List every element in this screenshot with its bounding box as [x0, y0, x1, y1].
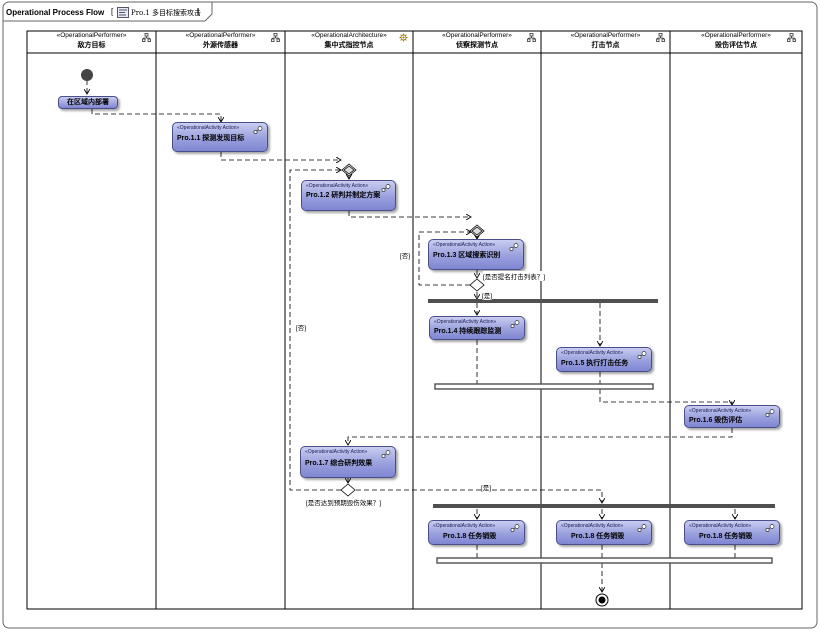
activity-name: Pro.1.5 执行打击任务	[561, 360, 629, 367]
activity-name: Pro.1.2 研判并制定方案	[306, 192, 381, 199]
activity-pro-1-3[interactable]: «OperationalActivity Action» Pro.1.3 区域搜…	[428, 239, 524, 270]
diagram-title: Operational Process Flow	[6, 8, 105, 17]
activity-stereotype: «OperationalActivity Action»	[689, 408, 752, 414]
activity-stereotype: «OperationalActivity Action»	[306, 183, 369, 189]
activity-pro-1-7[interactable]: «OperationalActivity Action» Pro.1.7 综合研…	[300, 446, 396, 478]
fork-bar	[428, 299, 658, 303]
performer-icon	[527, 33, 536, 42]
fork-bar	[433, 504, 775, 508]
call-behavior-icon	[509, 243, 519, 251]
activity-name: Pro.1.1 探测发现目标	[177, 135, 245, 142]
activity-stereotype: «OperationalActivity Action»	[561, 523, 624, 529]
action-deploy-in-area[interactable]: 在区域内部署	[58, 96, 118, 109]
activity-stereotype: «OperationalActivity Action»	[433, 242, 496, 248]
lane-header-central-c2-node[interactable]: «OperationalArchitecture» 集中式指控节点	[285, 31, 413, 53]
activity-pro-1-1[interactable]: «OperationalActivity Action» Pro.1.1 探测发…	[172, 122, 268, 152]
lane-header-recon-node[interactable]: «OperationalPerformer» 侦察探测节点	[413, 31, 541, 53]
lane-name: 敌方目标	[77, 40, 106, 49]
tab-bracket-open: [	[111, 7, 114, 16]
activity-stereotype: «OperationalActivity Action»	[561, 350, 624, 356]
guard-strike-list-question: [是否提名打击列表？]	[483, 271, 546, 281]
guard-yes-strike: [是]	[482, 290, 493, 300]
activity-stereotype: «OperationalActivity Action»	[434, 319, 497, 325]
activity-pro-1-2[interactable]: «OperationalActivity Action» Pro.1.2 研判并…	[301, 180, 396, 211]
activity-name: Pro.1.8 任务销毁	[443, 533, 497, 540]
call-behavior-icon	[510, 320, 520, 328]
lane-name: 侦察探测节点	[456, 40, 498, 49]
guard-yes-destroy: [是]	[481, 482, 492, 492]
architecture-icon	[399, 33, 408, 42]
lane-stereotype: «OperationalPerformer»	[56, 32, 127, 39]
call-behavior-icon	[381, 450, 391, 458]
activity-name: Pro.1.8 任务销毁	[571, 533, 625, 540]
activity-name: Pro.1.6 毁伤评估	[689, 417, 743, 424]
guard-no-loop-search: [否]	[400, 250, 411, 260]
activity-pro-1-8-assessment[interactable]: «OperationalActivity Action» Pro.1.8 任务销…	[684, 520, 780, 545]
lane-stereotype: «OperationalArchitecture»	[311, 32, 387, 39]
activity-pro-1-8-strike[interactable]: «OperationalActivity Action» Pro.1.8 任务销…	[556, 520, 652, 545]
initial-node	[81, 69, 93, 81]
activity-stereotype: «OperationalActivity Action»	[305, 449, 368, 455]
decision-node	[469, 278, 485, 292]
lane-stereotype: «OperationalPerformer»	[570, 32, 641, 39]
call-behavior-icon	[637, 524, 647, 532]
activity-pro-1-5[interactable]: «OperationalActivity Action» Pro.1.5 执行打…	[556, 347, 652, 372]
lane-header-enemy-target[interactable]: «OperationalPerformer» 敌方目标	[27, 31, 156, 53]
performer-icon	[787, 33, 796, 42]
diagram-tab-label: Pro.1 多目标搜索攻击	[131, 9, 202, 17]
performer-icon	[142, 33, 151, 42]
lane-name: 毁伤评估节点	[715, 40, 757, 49]
lane-header-damage-assessment-node[interactable]: «OperationalPerformer» 毁伤评估节点	[670, 31, 802, 53]
activity-stereotype: «OperationalActivity Action»	[689, 523, 752, 529]
lane-stereotype: «OperationalPerformer»	[701, 32, 771, 39]
guard-damage-question: [是否达到预期毁伤效果？]	[306, 497, 382, 507]
lane-name: 打击节点	[591, 40, 620, 49]
activity-name: Pro.1.3 区域搜索识别	[433, 252, 501, 259]
lane-name: 外源传感器	[203, 40, 238, 49]
call-behavior-icon	[253, 126, 263, 134]
activity-stereotype: «OperationalActivity Action»	[433, 523, 496, 529]
lane-header-external-sensor[interactable]: «OperationalPerformer» 外源传感器	[156, 31, 285, 53]
tab-bracket-close: ]	[197, 7, 200, 16]
join-bar	[436, 557, 773, 564]
call-behavior-icon	[765, 409, 775, 417]
diagram-tab-icon	[117, 7, 129, 18]
call-behavior-icon	[381, 184, 391, 192]
performer-icon	[271, 33, 280, 42]
activity-name: Pro.1.8 任务销毁	[699, 533, 753, 540]
call-behavior-icon	[510, 524, 520, 532]
activity-name: Pro.1.7 综合研判效果	[305, 460, 373, 467]
activity-pro-1-6[interactable]: «OperationalActivity Action» Pro.1.6 毁伤评…	[684, 405, 780, 428]
lane-stereotype: «OperationalPerformer»	[442, 32, 512, 39]
join-bar	[434, 383, 654, 390]
activity-stereotype: «OperationalActivity Action»	[177, 125, 240, 131]
lane-header-strike-node[interactable]: «OperationalPerformer» 打击节点	[541, 31, 670, 53]
guard-no-loop-assess: [否]	[296, 322, 307, 332]
lane-name: 集中式指控节点	[324, 40, 374, 49]
activity-name: Pro.1.4 持续跟踪监测	[434, 328, 502, 335]
activity-pro-1-8-recon[interactable]: «OperationalActivity Action» Pro.1.8 任务销…	[428, 520, 525, 545]
lane-stereotype: «OperationalPerformer»	[185, 32, 256, 39]
call-behavior-icon	[765, 524, 775, 532]
activity-pro-1-4[interactable]: «OperationalActivity Action» Pro.1.4 持续跟…	[429, 316, 525, 340]
performer-icon	[656, 33, 665, 42]
decision-node	[340, 483, 356, 497]
call-behavior-icon	[637, 351, 647, 359]
